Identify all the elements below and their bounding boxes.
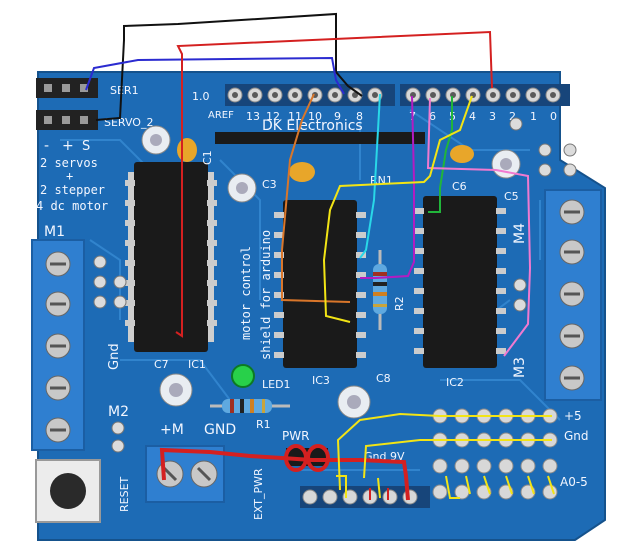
label-a0-5: A0-5 — [560, 475, 588, 489]
led1 — [231, 364, 255, 388]
label-plus5: +5 — [564, 409, 582, 423]
wire-red-circle-2 — [306, 444, 330, 472]
label-m2: M2 — [108, 404, 129, 420]
label-gnd-side: Gnd — [107, 343, 122, 370]
label-pin-10: 10 — [308, 110, 322, 123]
label-top-version: 1.0 — [192, 90, 210, 103]
label-pin-2: 2 — [509, 110, 516, 123]
label-r1: R1 — [256, 418, 271, 431]
label-pin-0: 0 — [550, 110, 557, 123]
label-brand: DK Electronics — [262, 118, 363, 134]
wire-purple — [360, 95, 415, 279]
ic2-chip — [414, 196, 506, 368]
label-ic2: IC2 — [446, 376, 464, 389]
label-pin-8: 8 — [356, 110, 363, 123]
wire-red-short — [369, 488, 389, 500]
label-pin-12: 12 — [266, 110, 280, 123]
label-pin-13: 13 — [246, 110, 260, 123]
label-pin-1: 1 — [530, 110, 537, 123]
label-r2: R2 — [393, 296, 406, 311]
label-m3: M3 — [512, 357, 528, 378]
label-ic3: IC3 — [312, 374, 330, 387]
label-plus-m: +M — [160, 422, 184, 438]
resistor-r2 — [373, 250, 387, 330]
wire-yellow-bus2 — [363, 439, 552, 479]
terminal-m1-m2 — [31, 239, 85, 451]
power-header — [300, 486, 430, 508]
label-ic1: IC1 — [188, 358, 206, 371]
label-m1: M1 — [44, 224, 65, 240]
wire-yellow-bus — [336, 412, 552, 491]
wire-cyan — [359, 93, 381, 259]
label-pin-6: 6 — [429, 110, 436, 123]
left-vias — [93, 255, 127, 453]
label-c6: C6 — [452, 180, 467, 193]
wire-yellow-top — [322, 95, 473, 323]
label-pin-4: 4 — [469, 110, 476, 123]
label-c1: C1 — [201, 150, 214, 165]
label-c3: C3 — [262, 178, 277, 191]
label-pin-11: 11 — [288, 110, 302, 123]
wire-orange — [281, 93, 351, 303]
label-aref: AREF — [208, 110, 234, 121]
label-servo-s: S — [82, 139, 90, 154]
label-servo-minus: - — [44, 138, 49, 154]
label-c8: C8 — [376, 372, 391, 385]
terminal-ext-pwr — [145, 445, 225, 503]
label-pin-3: 3 — [489, 110, 496, 123]
label-desc-2: + — [66, 169, 73, 183]
label-gnd-right: Gnd — [564, 429, 589, 443]
label-c7: C7 — [154, 358, 169, 371]
label-m4: M4 — [512, 223, 528, 244]
label-shield-arduino: shield for arduino — [259, 230, 273, 360]
rn1-resistor-network — [215, 132, 425, 144]
resistor-r1 — [210, 399, 290, 413]
ic3-chip — [274, 200, 366, 368]
label-pwr: PWR — [282, 429, 309, 443]
reset-button — [35, 459, 101, 523]
wire-pink — [426, 97, 532, 357]
label-desc-3: 2 stepper — [40, 183, 105, 197]
label-gnd: GND — [204, 422, 236, 438]
label-led1: LED1 — [262, 378, 291, 391]
wire-red-bottom — [159, 447, 410, 501]
label-motor-control: motor control — [239, 246, 253, 340]
wire-yellow-pins — [336, 475, 555, 499]
ic1-chip — [125, 162, 217, 352]
label-servo1: SER1 — [110, 84, 139, 97]
wire-blue — [85, 56, 345, 95]
right-vias — [509, 117, 577, 312]
label-reset: RESET — [118, 476, 131, 512]
wire-black — [95, 12, 363, 121]
terminal-m3-m4 — [544, 189, 602, 401]
label-ext-pwr: EXT_PWR — [252, 468, 265, 520]
label-desc-1: 2 servos — [40, 156, 98, 170]
label-desc-4: 4 dc motor — [36, 199, 108, 213]
label-c5: C5 — [504, 190, 519, 203]
wire-red-top — [175, 30, 493, 338]
servo-headers — [36, 78, 98, 130]
label-servo-plus: + — [62, 138, 74, 154]
label-pin-9: 9 — [334, 110, 341, 123]
